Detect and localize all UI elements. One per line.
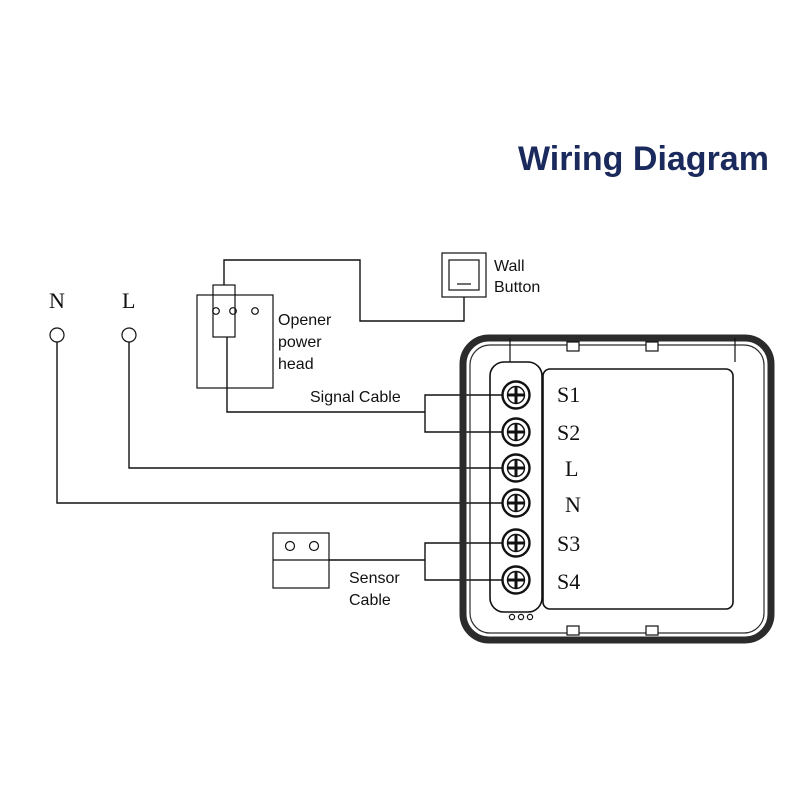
- wall-button-label-line2: Button: [494, 279, 540, 296]
- page-title: Wiring Diagram: [518, 140, 769, 178]
- terminal-label-s4: S4: [557, 569, 580, 594]
- opener-label-line1: Opener: [278, 312, 332, 329]
- wire-neutral: [56, 342, 510, 504]
- terminal-label-n: N: [565, 492, 581, 517]
- terminal-screw-s3: [501, 528, 531, 558]
- terminal-label-s3: S3: [557, 531, 580, 556]
- terminal-screw-s2: [501, 417, 531, 447]
- terminal-label-s2: S2: [557, 420, 580, 445]
- opener-label-line3: head: [278, 356, 314, 373]
- supply-label-n: N: [49, 288, 65, 313]
- signal-cable-label: Signal Cable: [310, 389, 401, 406]
- supply-terminal-n: [49, 327, 65, 343]
- terminal-screw-l: [501, 453, 531, 483]
- smart-module: [459, 334, 775, 644]
- sensor: [272, 532, 330, 589]
- sensor-cable-bracket: [424, 542, 510, 581]
- sensor-cable-label-line2: Cable: [349, 592, 391, 609]
- wire-live: [128, 342, 510, 469]
- wall-button: [441, 252, 487, 298]
- wire-opener-to-button: [223, 259, 465, 322]
- wire-signal-cable: [226, 337, 425, 413]
- opener-label-line2: power: [278, 334, 322, 351]
- terminal-screw-s4: [501, 565, 531, 595]
- supply-label-l: L: [122, 288, 135, 313]
- terminal-label-s1: S1: [557, 382, 580, 407]
- terminal-screw-s1: [501, 380, 531, 410]
- supply-terminal-l: [121, 327, 137, 343]
- sensor-cable-label-line1: Sensor: [349, 570, 400, 587]
- terminal-label-l: L: [565, 456, 578, 481]
- opener-power-head: [196, 284, 274, 389]
- wall-button-label-line1: Wall: [494, 258, 525, 275]
- terminal-screw-n: [501, 488, 531, 518]
- signal-cable-bracket: [424, 394, 510, 433]
